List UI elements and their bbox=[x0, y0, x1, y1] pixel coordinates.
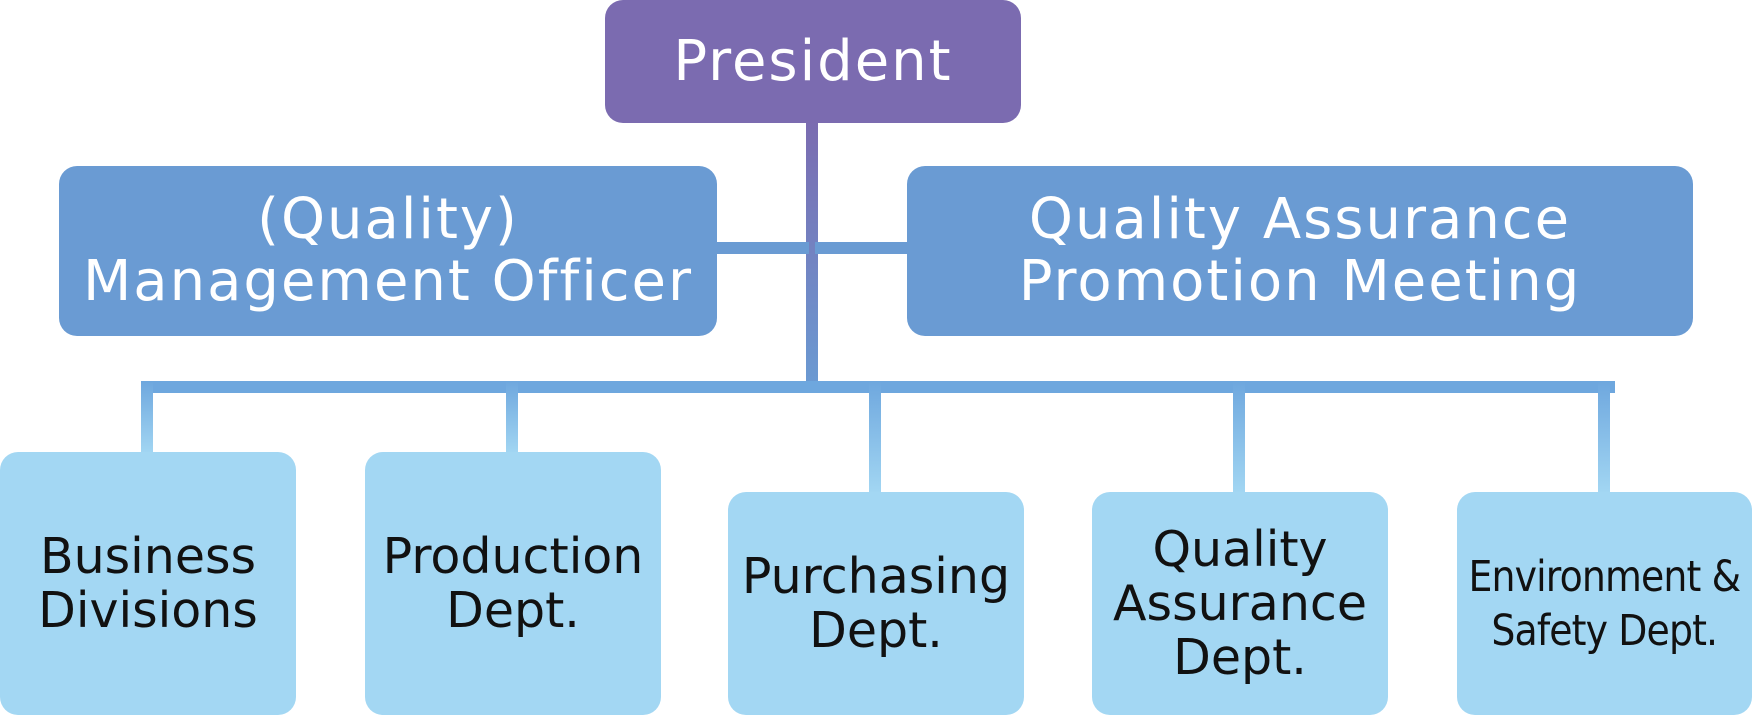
department-label-line-2: Safety Dept. bbox=[1491, 605, 1719, 656]
department-label-line-1: Purchasing bbox=[741, 547, 1011, 605]
department-label-line-1: Business bbox=[39, 527, 257, 585]
management-officer-line-1: (Quality) bbox=[257, 187, 519, 252]
management-officer-box: (Quality) Management Officer bbox=[59, 166, 717, 336]
qa-promotion-meeting-box: Quality Assurance Promotion Meeting bbox=[907, 166, 1693, 336]
drop-line-1 bbox=[141, 381, 153, 455]
drop-line-3 bbox=[869, 381, 881, 495]
department-label-line-1: Environment & bbox=[1468, 551, 1742, 602]
department-environment-safety: Environment & Safety Dept. bbox=[1457, 492, 1752, 715]
department-label-line-2: Assurance bbox=[1113, 574, 1367, 632]
department-quality-assurance: Quality Assurance Dept. bbox=[1092, 492, 1388, 715]
department-label-line-2: Dept. bbox=[809, 601, 943, 659]
drop-line-2 bbox=[506, 381, 518, 455]
department-label-line-2: Divisions bbox=[38, 581, 258, 639]
department-purchasing: Purchasing Dept. bbox=[728, 492, 1024, 715]
president-label: President bbox=[673, 29, 953, 94]
qa-meeting-line-2: Promotion Meeting bbox=[1018, 249, 1582, 314]
qa-meeting-line-1: Quality Assurance bbox=[1028, 187, 1572, 252]
staff-connector-left bbox=[715, 242, 809, 254]
department-label-line-1: Production bbox=[382, 527, 644, 585]
department-label-line-1: Quality bbox=[1152, 520, 1328, 578]
department-label-line-2: Dept. bbox=[446, 581, 580, 639]
president-box: President bbox=[605, 0, 1021, 123]
department-business-divisions: Business Divisions bbox=[0, 452, 296, 715]
department-production: Production Dept. bbox=[365, 452, 661, 715]
management-officer-line-2: Management Officer bbox=[82, 249, 694, 314]
staff-connector-right bbox=[815, 242, 909, 254]
department-label-line-3: Dept. bbox=[1173, 628, 1307, 686]
trunk-line bbox=[806, 120, 818, 390]
drop-line-5 bbox=[1598, 381, 1610, 495]
drop-line-4 bbox=[1233, 381, 1245, 495]
